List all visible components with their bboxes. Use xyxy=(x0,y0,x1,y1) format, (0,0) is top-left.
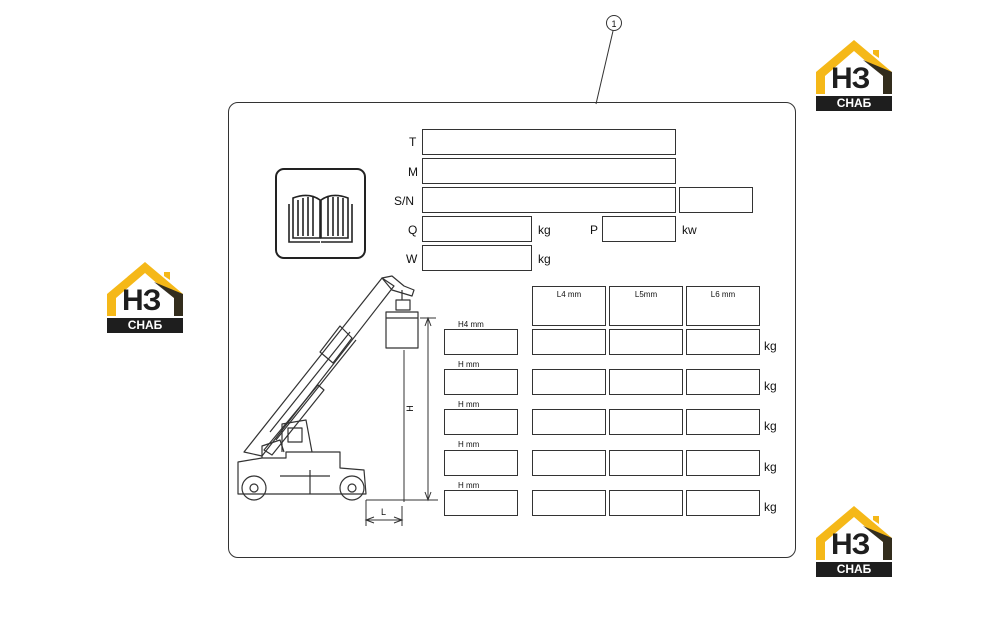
logo-mark-text: НЗ xyxy=(122,284,161,317)
row-label: H mm xyxy=(458,360,480,369)
load-cell[interactable] xyxy=(532,450,606,476)
row-height-input[interactable] xyxy=(444,409,518,435)
column-header-l6-label: L6 mm xyxy=(710,290,736,299)
field-label-p: P xyxy=(590,223,599,237)
column-header-l5: L5mm xyxy=(609,286,683,326)
field-t-input[interactable] xyxy=(422,129,676,155)
column-header-l5-label: L5mm xyxy=(634,290,658,299)
house-logo-icon xyxy=(107,262,183,333)
house-logo-icon xyxy=(816,506,892,577)
logo-mark-text: НЗ xyxy=(831,62,870,95)
row-height-input[interactable] xyxy=(444,450,518,476)
row-height-input[interactable] xyxy=(444,369,518,395)
row-unit: kg xyxy=(764,379,777,393)
field-w-unit: kg xyxy=(538,252,551,266)
dimension-l-label: L xyxy=(381,507,387,517)
field-label-w: W xyxy=(406,252,418,266)
load-cell[interactable] xyxy=(532,409,606,435)
field-w-input[interactable] xyxy=(422,245,532,271)
row-height-input[interactable] xyxy=(444,329,518,355)
brand-logo: НЗ СНАБ xyxy=(813,502,895,578)
load-cell[interactable] xyxy=(609,490,683,516)
field-q-unit: kg xyxy=(538,223,551,237)
logo-brand-text: СНАБ xyxy=(836,562,872,576)
field-sn-extra-input[interactable] xyxy=(679,187,753,213)
row-unit: kg xyxy=(764,500,777,514)
brand-logo: НЗ СНАБ xyxy=(104,258,186,334)
load-cell[interactable] xyxy=(686,329,760,355)
field-m-input[interactable] xyxy=(422,158,676,184)
row-label: H mm xyxy=(458,440,480,449)
field-q-input[interactable] xyxy=(422,216,532,242)
load-cell[interactable] xyxy=(532,490,606,516)
field-p-unit: kw xyxy=(682,223,697,237)
manual-icon-frame xyxy=(275,168,366,259)
field-label-q: Q xyxy=(408,223,418,237)
load-cell[interactable] xyxy=(609,409,683,435)
logo-brand-text: СНАБ xyxy=(127,318,163,332)
field-p-input[interactable] xyxy=(602,216,676,242)
load-cell[interactable] xyxy=(532,329,606,355)
column-header-l4-label: L4 mm xyxy=(556,290,582,299)
field-label-t: T xyxy=(409,135,417,149)
callout-marker: 1 xyxy=(606,15,622,31)
house-logo-icon xyxy=(816,40,892,111)
data-plate xyxy=(228,102,796,558)
column-header-l4: L4 mm xyxy=(532,286,606,326)
row-unit: kg xyxy=(764,339,777,353)
dimension-h-label: H xyxy=(404,405,415,412)
row-label: H mm xyxy=(458,481,480,490)
field-label-m: M xyxy=(408,165,418,179)
load-cell[interactable] xyxy=(532,369,606,395)
logo-brand-text: СНАБ xyxy=(836,96,872,110)
load-cell[interactable] xyxy=(609,369,683,395)
row-unit: kg xyxy=(764,419,777,433)
load-cell[interactable] xyxy=(609,329,683,355)
row-height-input[interactable] xyxy=(444,490,518,516)
load-cell[interactable] xyxy=(686,450,760,476)
load-cell[interactable] xyxy=(686,409,760,435)
open-book-icon xyxy=(288,194,353,243)
row-label: H4 mm xyxy=(458,320,484,329)
column-header-l6: L6 mm xyxy=(686,286,760,326)
row-label: H mm xyxy=(458,400,480,409)
field-label-sn: S/N xyxy=(394,194,415,208)
load-cell[interactable] xyxy=(686,369,760,395)
load-cell[interactable] xyxy=(609,450,683,476)
row-unit: kg xyxy=(764,460,777,474)
load-cell[interactable] xyxy=(686,490,760,516)
brand-logo: НЗ СНАБ xyxy=(813,36,895,112)
field-sn-input[interactable] xyxy=(422,187,676,213)
logo-mark-text: НЗ xyxy=(831,528,870,561)
